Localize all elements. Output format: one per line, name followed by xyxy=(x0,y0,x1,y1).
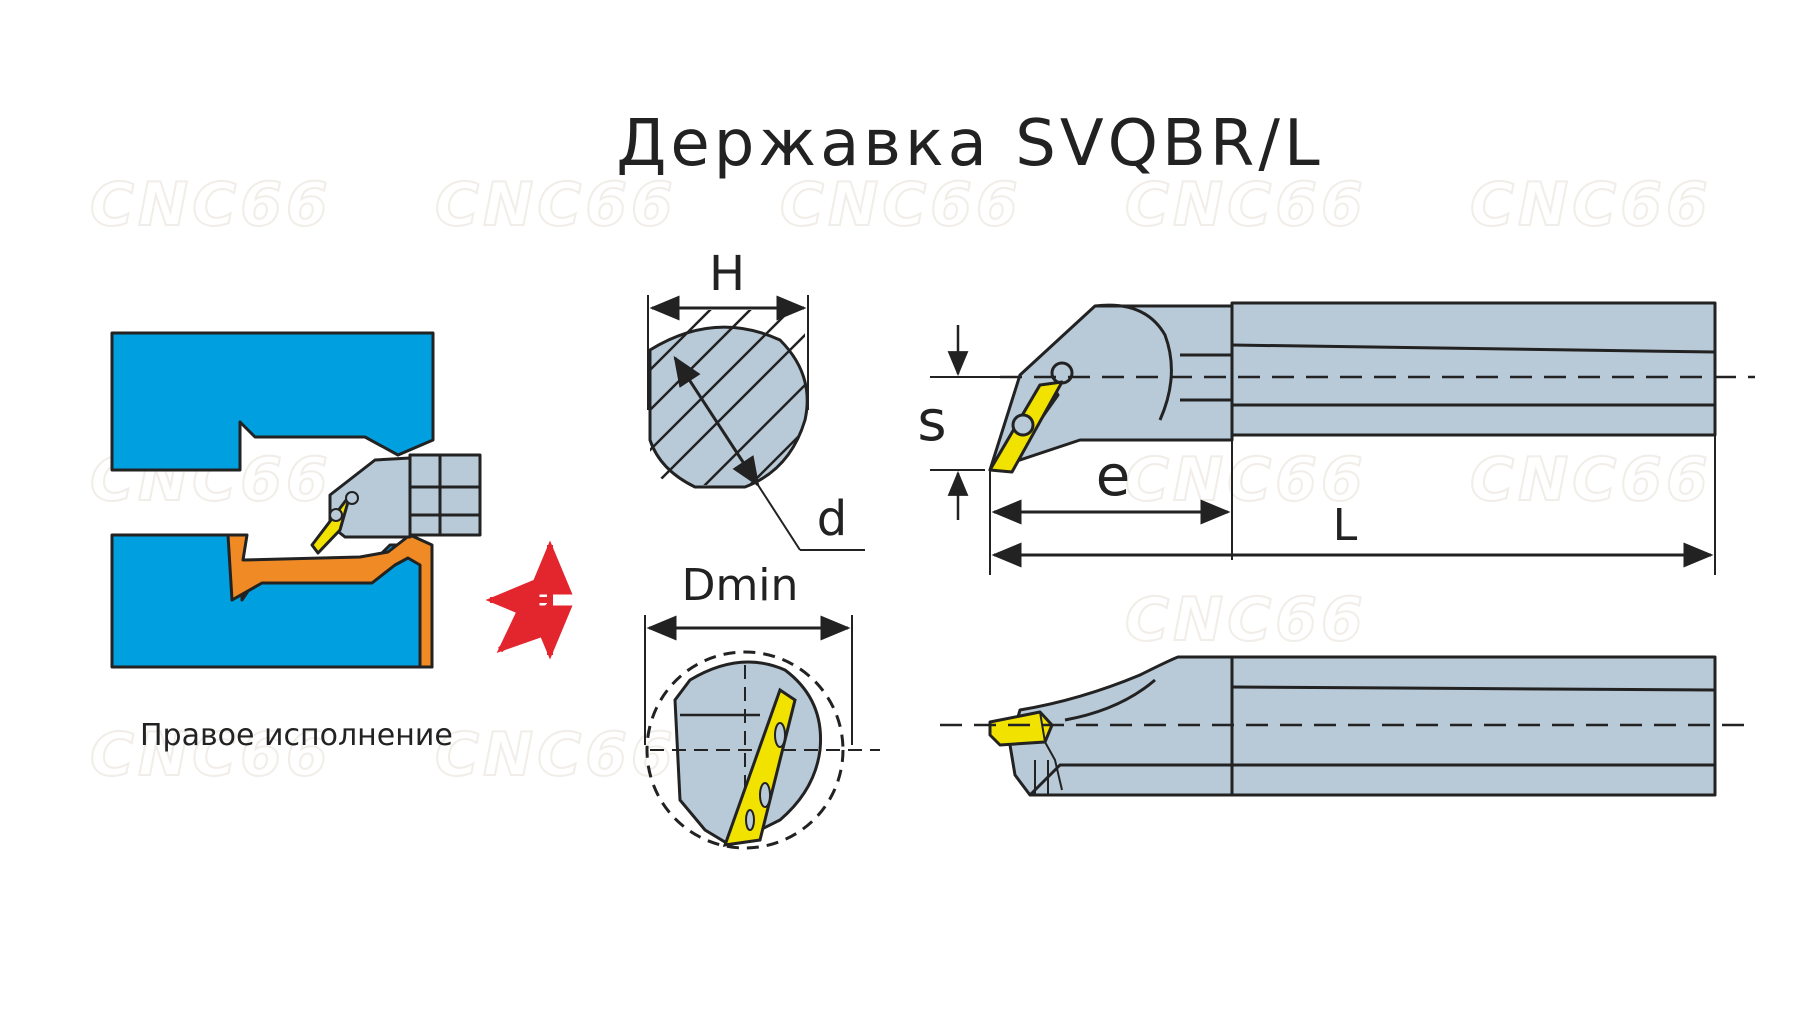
watermark: CNC66 xyxy=(1125,445,1367,515)
insert-hole-icon xyxy=(1011,413,1035,437)
end-view-dmin xyxy=(644,615,880,850)
insert-hole-icon xyxy=(329,508,343,522)
watermark: CNC66 xyxy=(435,720,677,790)
caption-right-hand: Правое исполнение xyxy=(140,718,453,753)
boring-bar-side-view xyxy=(940,655,1750,797)
watermark: CNC66 xyxy=(435,170,677,240)
watermark: CNC66 xyxy=(90,720,332,790)
dimension-label-e: e xyxy=(1096,444,1130,509)
dimension-label-Dmin: Dmin xyxy=(682,560,799,611)
cut-path xyxy=(226,533,434,669)
dimension-label-L: L xyxy=(1333,500,1358,551)
watermark: CNC66 xyxy=(90,170,332,240)
machining-illustration xyxy=(110,331,482,669)
watermark: CNC66 xyxy=(1125,170,1367,240)
boring-bar-top-view xyxy=(930,301,1755,575)
page-title: Державка SVQBR/L xyxy=(616,107,1323,181)
dimension-label-H: H xyxy=(709,246,745,302)
watermark-layer: CNC66 CNC66 CNC66 CNC66 CNC66 CNC66 CNC6… xyxy=(89,169,1712,791)
watermark: CNC66 xyxy=(1470,170,1712,240)
dimension-label-d: d xyxy=(817,491,847,547)
watermark: CNC66 xyxy=(1125,585,1367,655)
watermark: CNC66 xyxy=(1470,445,1712,515)
feed-direction-arrows-icon xyxy=(485,540,573,660)
shank-cross-section xyxy=(647,295,865,551)
dimension-label-s: s xyxy=(917,389,946,454)
boring-bar-shank xyxy=(408,453,482,537)
insert xyxy=(310,493,352,555)
watermark: CNC66 xyxy=(780,170,1022,240)
workpiece-upper xyxy=(110,331,435,472)
